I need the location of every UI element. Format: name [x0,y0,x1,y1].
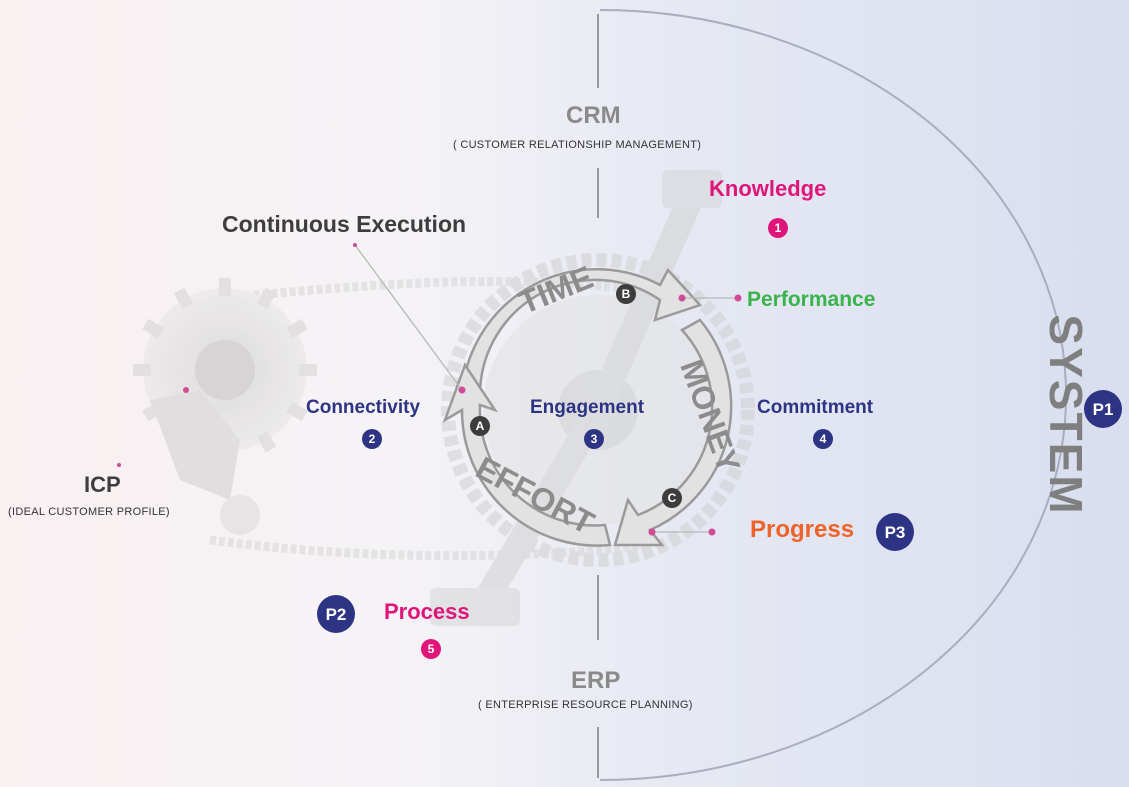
time-letter-badge: B [616,284,636,304]
engagement-label: Engagement [530,397,645,418]
crm-subtitle: ( CUSTOMER RELATIONSHIP MANAGEMENT) [453,139,702,151]
crm-title: CRM [566,102,621,129]
system-label: SYSTEM [1040,314,1092,515]
commitment-label: Commitment [757,397,874,418]
money-arrow [613,318,733,547]
erp-subtitle: ( ENTERPRISE RESOURCE PLANNING) [478,699,693,711]
connectivity-label: Connectivity [306,397,421,418]
knowledge-label: Knowledge [709,176,827,201]
system-arc [599,9,1068,781]
effort-arrow [442,362,612,547]
engagement-number-badge: 3 [584,429,604,449]
progress-p3-badge: P3 [876,513,914,551]
performance-label: Performance [747,288,876,311]
commitment-number-badge: 4 [813,429,833,449]
process-number-badge: 5 [421,639,441,659]
icp-subtitle: (IDEAL CUSTOMER PROFILE) [8,506,170,518]
knowledge-number-badge: 1 [768,218,788,238]
icp-title: ICP [84,472,121,497]
effort-letter-badge: A [470,416,490,436]
cycle-arrows [442,267,733,547]
process-label: Process [384,599,470,624]
money-letter-badge: C [662,488,682,508]
continuous-execution-label: Continuous Execution [222,211,467,237]
progress-label: Progress [750,516,855,543]
drivetrain-silhouette [133,170,755,626]
system-p1-badge: P1 [1084,390,1122,428]
process-p2-badge: P2 [317,595,355,633]
time-arrow [460,267,703,397]
leader-lines [117,243,742,536]
erp-title: ERP [571,667,621,694]
connectivity-number-badge: 2 [362,429,382,449]
